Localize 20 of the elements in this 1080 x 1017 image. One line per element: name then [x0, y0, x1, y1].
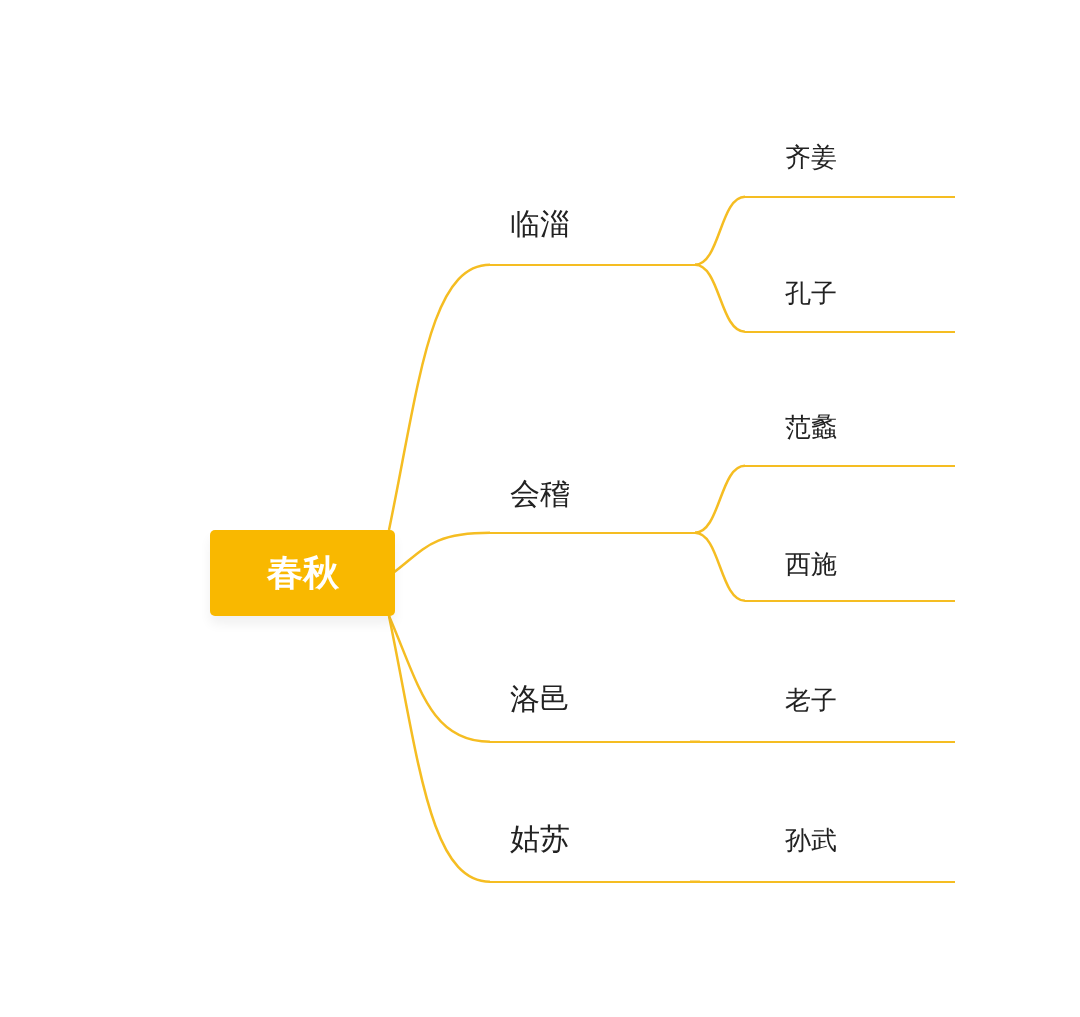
underlined-topic: 姑苏 — [490, 815, 690, 883]
underlined-topic: 孙武 — [700, 815, 955, 883]
branch-line — [694, 263, 746, 333]
underlined-topic: 老子 — [700, 675, 955, 743]
branch-line — [387, 615, 491, 743]
branch-line — [387, 615, 491, 883]
branch-line — [690, 740, 700, 743]
branch-line — [387, 263, 491, 531]
underlined-topic: 孔子 — [745, 266, 955, 333]
branch-line — [694, 531, 746, 602]
underlined-topic: 范蠡 — [745, 400, 955, 467]
underlined-topic: 会稽 — [490, 466, 695, 534]
root-topic-box: 春秋 — [210, 530, 395, 616]
underlined-topic: 洛邑 — [490, 675, 690, 743]
branch-line — [694, 464, 746, 534]
branch-line — [690, 880, 700, 883]
underlined-topic: 临淄 — [490, 198, 695, 266]
underlined-topic: 齐姜 — [745, 132, 955, 198]
branch-line — [694, 195, 746, 266]
underlined-topic: 西施 — [745, 535, 955, 602]
